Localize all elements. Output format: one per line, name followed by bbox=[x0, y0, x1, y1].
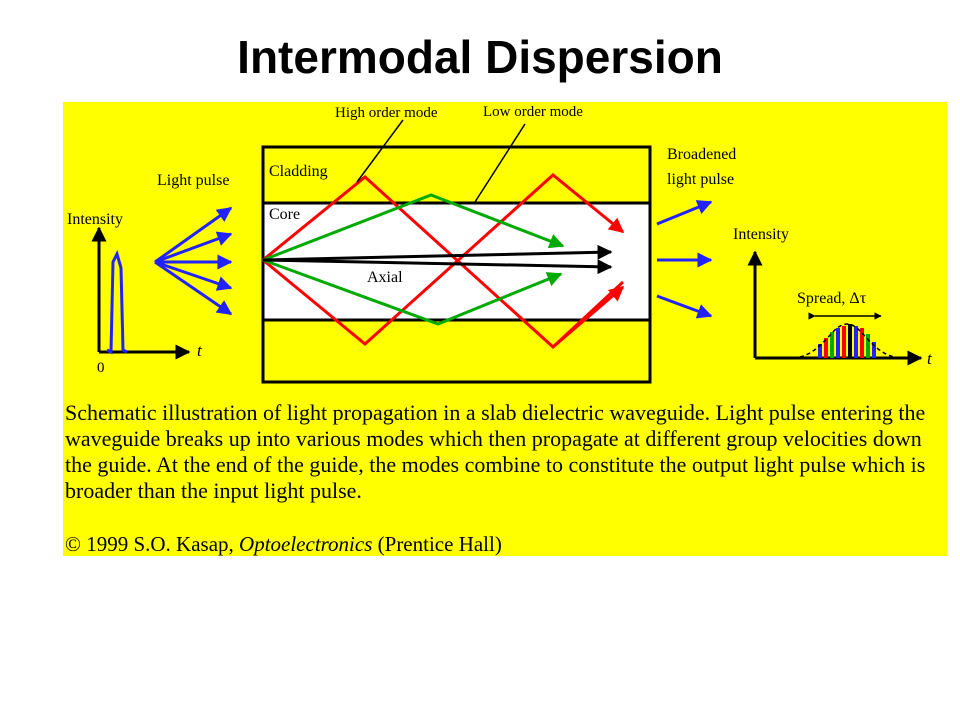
high-order-mode-ray bbox=[262, 175, 625, 350]
output-time-label: t bbox=[927, 349, 933, 368]
output-rays bbox=[656, 200, 713, 319]
input-intensity-plot bbox=[91, 226, 191, 360]
waveguide-diagram: High order mode Low order mode Cladding … bbox=[67, 104, 933, 384]
axial-ray-2 bbox=[262, 258, 613, 275]
low-order-mode-ray bbox=[262, 193, 565, 262]
cladding-label: Cladding bbox=[269, 163, 328, 180]
high-order-arrow-low bbox=[552, 285, 625, 349]
copyright-prefix: © 1999 S.O. Kasap, bbox=[65, 532, 240, 556]
output-intensity-plot bbox=[747, 250, 923, 366]
copyright-book-title: Optoelectronics bbox=[239, 532, 373, 556]
input-pulse bbox=[106, 249, 128, 355]
input-ray-fan bbox=[154, 206, 233, 316]
high-order-mode-ray-2 bbox=[262, 173, 625, 346]
light-pulse-label: Light pulse bbox=[157, 172, 229, 189]
broadened-label-line1: Broadened bbox=[667, 146, 736, 163]
axial-label: Axial bbox=[367, 269, 403, 286]
low-order-mode-ray-2 bbox=[262, 258, 563, 326]
broadened-envelope bbox=[792, 323, 902, 359]
slide-title: Intermodal Dispersion bbox=[237, 31, 723, 83]
axial-ray bbox=[262, 244, 613, 262]
figure-caption: Schematic illustration of light propagat… bbox=[65, 400, 926, 503]
high-order-mode-label: High order mode bbox=[335, 105, 438, 121]
high-order-pointer bbox=[356, 119, 404, 183]
input-intensity-label: Intensity bbox=[67, 211, 123, 228]
origin-zero-label: 0 bbox=[97, 360, 105, 376]
input-time-label: t bbox=[197, 341, 203, 360]
waveguide-figure: High order mode Low order mode Cladding … bbox=[63, 102, 947, 556]
broadened-label-line2: light pulse bbox=[667, 171, 734, 188]
low-order-pointer bbox=[474, 123, 526, 203]
output-intensity-label: Intensity bbox=[733, 226, 789, 243]
core-label: Core bbox=[269, 206, 300, 223]
low-order-mode-label: Low order mode bbox=[483, 104, 583, 120]
broadened-pulse-bars bbox=[818, 324, 876, 358]
copyright-suffix: (Prentice Hall) bbox=[372, 532, 502, 556]
spread-label: Spread, Δτ bbox=[797, 290, 867, 307]
copyright-line: © 1999 S.O. Kasap, Optoelectronics (Pren… bbox=[65, 532, 945, 557]
